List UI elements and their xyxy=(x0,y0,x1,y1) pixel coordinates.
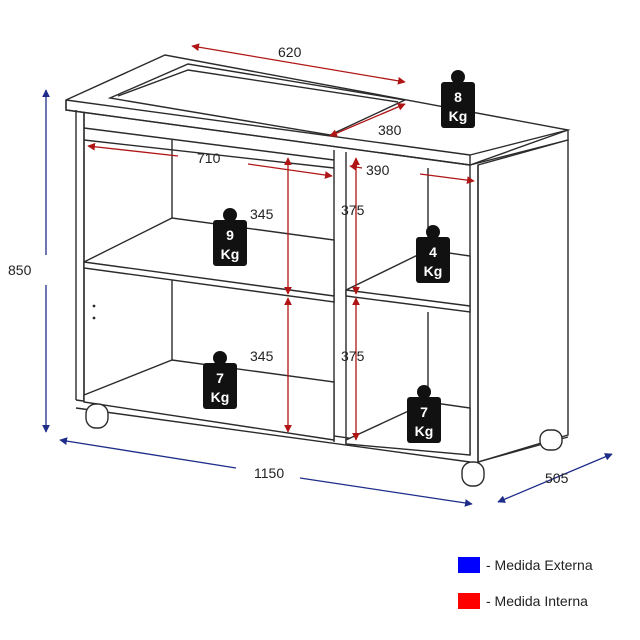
left-width-arrow-a xyxy=(87,142,179,157)
legend-external-swatch xyxy=(458,557,480,573)
label-top-depth: 380 xyxy=(378,122,402,138)
weight-icon: 9 Kg xyxy=(213,208,247,266)
depth-arrow xyxy=(497,453,613,503)
label-depth: 505 xyxy=(545,470,569,486)
caster-wheel-icon xyxy=(85,403,563,487)
weight-icon: 8 Kg xyxy=(441,70,475,128)
top-depth-arrow xyxy=(329,103,406,137)
weight-top-value: 8 xyxy=(454,89,462,105)
weight-right-upper-value: 4 xyxy=(429,244,437,260)
legend-external: - Medida Externa xyxy=(458,557,593,573)
label-right-lower-height: 375 xyxy=(341,348,365,364)
width-arrow-a xyxy=(59,437,237,469)
label-height: 850 xyxy=(8,262,32,278)
weight-icon: 4 Kg xyxy=(416,225,450,283)
weight-icon: 7 Kg xyxy=(407,385,441,443)
weight-right-lower-unit: Kg xyxy=(415,423,434,439)
legend-internal-swatch xyxy=(458,593,480,609)
weight-icon: 7 Kg xyxy=(203,351,237,409)
weight-top-unit: Kg xyxy=(449,108,468,124)
weight-right-upper-unit: Kg xyxy=(424,263,443,279)
weight-left-lower-unit: Kg xyxy=(211,389,230,405)
weight-left-upper-value: 9 xyxy=(226,227,234,243)
right-side-panel xyxy=(477,139,569,463)
label-left-width: 710 xyxy=(197,150,221,166)
cabinet-body xyxy=(65,54,571,463)
label-top-width: 620 xyxy=(278,44,302,60)
label-left-upper-height: 345 xyxy=(250,206,274,222)
top-opening xyxy=(107,63,408,136)
right-middle-shelf xyxy=(345,249,471,313)
top-width-arrow xyxy=(191,43,406,85)
legend-internal-label: - Medida Interna xyxy=(486,593,588,609)
label-left-lower-height: 345 xyxy=(250,348,274,364)
weight-left-lower-value: 7 xyxy=(216,370,224,386)
weight-left-upper-unit: Kg xyxy=(221,246,240,262)
label-width: 1150 xyxy=(254,465,284,481)
legend-external-label: - Medida Externa xyxy=(486,557,593,573)
right-width-arrow-b xyxy=(419,173,475,184)
label-right-upper-height: 375 xyxy=(341,202,365,218)
legend-internal: - Medida Interna xyxy=(458,593,588,609)
width-arrow-b xyxy=(299,477,473,507)
label-right-width: 390 xyxy=(366,162,390,178)
weight-right-lower-value: 7 xyxy=(420,404,428,420)
left-middle-shelf xyxy=(83,217,335,303)
